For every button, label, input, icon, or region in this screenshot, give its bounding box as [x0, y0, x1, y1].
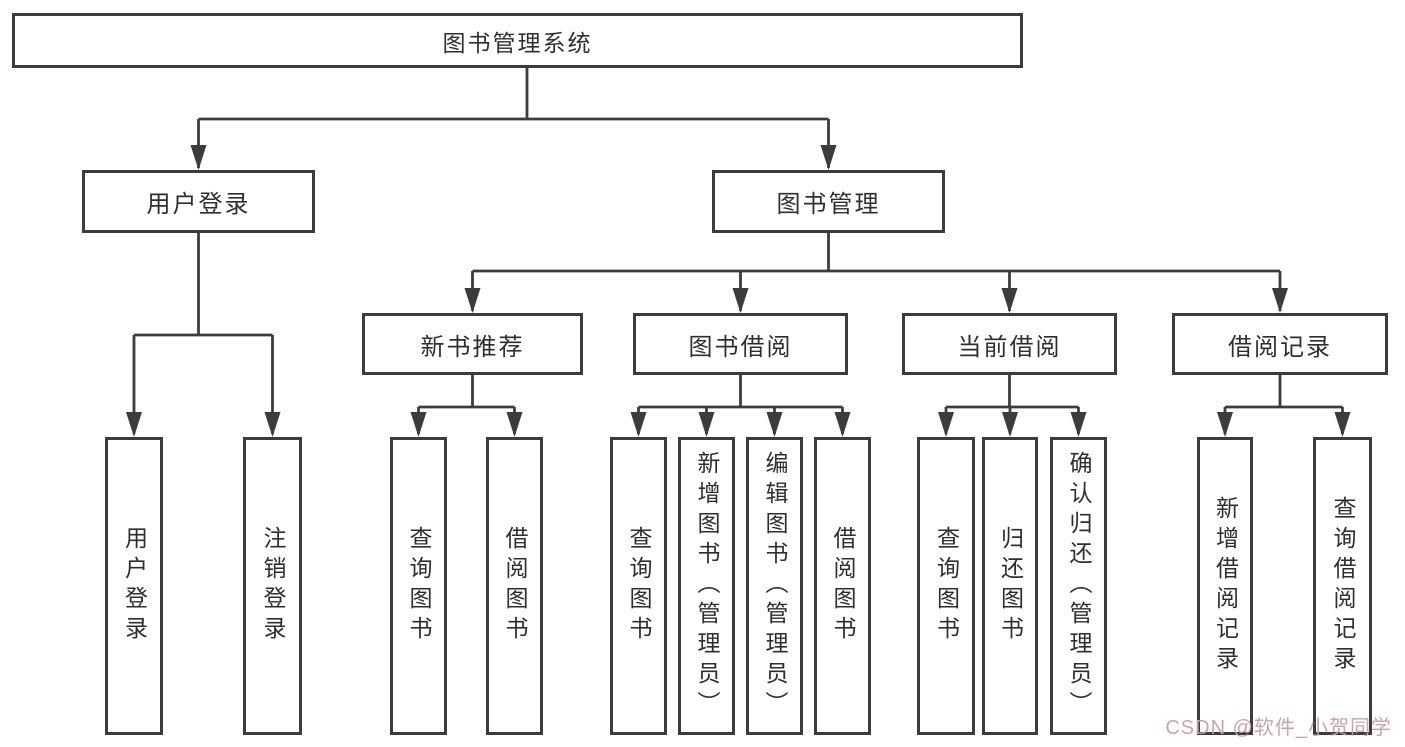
node-user-login: 用户登录 — [82, 170, 315, 233]
node-label: 借阅记录 — [1228, 333, 1332, 361]
leaf-return-book: 归还图书 — [982, 437, 1038, 735]
leaf-borrow-book-recommend: 借阅图书 — [486, 437, 543, 735]
node-label: 归还图书 — [997, 526, 1024, 646]
node-book-borrowing: 图书借阅 — [633, 313, 848, 375]
leaf-query-book-recommend: 查询图书 — [390, 437, 447, 735]
leaf-user-login: 用户登录 — [105, 437, 163, 735]
node-label: 新增图书（管理员） — [694, 451, 720, 721]
node-label: 查询图书 — [406, 526, 432, 646]
node-new-book-recommend: 新书推荐 — [362, 313, 583, 375]
node-current-borrowing: 当前借阅 — [902, 313, 1117, 375]
node-label: 查询图书 — [933, 526, 960, 646]
leaf-add-book-admin: 新增图书（管理员） — [678, 437, 735, 735]
leaf-query-borrow-record: 查询借阅记录 — [1313, 437, 1372, 735]
arrowheads — [126, 145, 1351, 437]
leaf-logout: 注销登录 — [243, 437, 302, 735]
leaf-borrow-book: 借阅图书 — [814, 437, 871, 735]
node-label: 查询借阅记录 — [1330, 496, 1356, 676]
node-label: 新增借阅记录 — [1212, 496, 1239, 676]
node-label: 当前借阅 — [957, 333, 1062, 361]
node-label: 注销登录 — [260, 526, 286, 646]
node-label: 用户登录 — [146, 191, 251, 218]
node-label: 借阅图书 — [502, 526, 528, 646]
leaf-add-borrow-record: 新增借阅记录 — [1197, 437, 1253, 735]
node-book-management: 图书管理 — [712, 170, 945, 233]
node-label: 图书借阅 — [688, 333, 793, 361]
node-label: 确认归还（管理员） — [1066, 451, 1092, 721]
node-library-management-system: 图书管理系统 — [12, 13, 1023, 68]
leaf-confirm-return-admin: 确认归还（管理员） — [1050, 437, 1107, 735]
node-label: 用户登录 — [121, 526, 148, 646]
node-label: 新书推荐 — [420, 333, 525, 361]
node-label: 图书管理系统 — [442, 29, 593, 56]
node-borrowing-records: 借阅记录 — [1172, 313, 1388, 375]
node-label: 借阅图书 — [830, 526, 856, 646]
leaf-edit-book-admin: 编辑图书（管理员） — [746, 437, 803, 735]
node-label: 编辑图书（管理员） — [762, 451, 788, 721]
leaf-query-book-current: 查询图书 — [917, 437, 975, 735]
node-label: 查询图书 — [626, 526, 652, 646]
node-label: 图书管理 — [776, 191, 881, 218]
leaf-query-book-borrowing: 查询图书 — [610, 437, 667, 735]
